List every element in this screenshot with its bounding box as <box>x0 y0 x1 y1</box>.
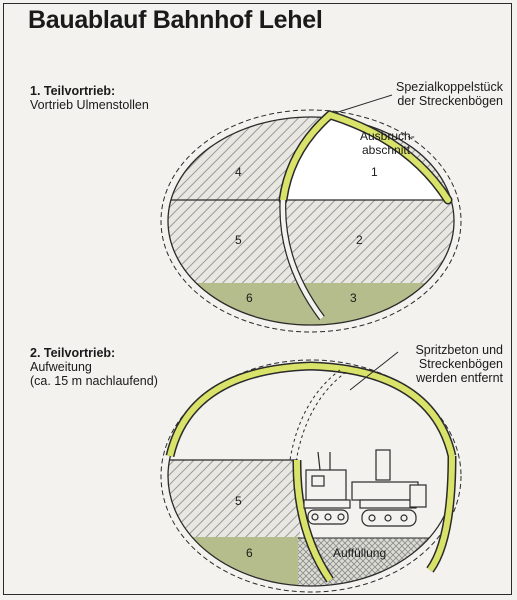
stage1-outer-contour <box>160 109 462 333</box>
stage1-inner-contour <box>167 116 455 326</box>
stage2-wall <box>293 459 333 582</box>
stage2-heading: 2. Teilvortrieb: <box>30 346 116 360</box>
stage2-callout-line1: Spritzbeton und <box>415 343 503 357</box>
stage1-section-2: 2 <box>356 233 363 247</box>
stage1-section-label-line1: Ausbruch- <box>360 129 415 143</box>
stage1-heading: 1. Teilvortrieb: <box>30 84 116 98</box>
stage1-section-5: 5 <box>235 233 242 247</box>
stage1-section-1-area <box>283 117 448 200</box>
stage2-subtitle-line2: (ca. 15 m nachlaufend) <box>30 374 158 388</box>
stage1-pilot-wall <box>280 199 324 320</box>
stage1-section-3: 3 <box>350 291 357 305</box>
stage2-section-5: 5 <box>235 494 242 508</box>
stage2-removed-wall <box>289 369 341 461</box>
stage2-removed-wall-2 <box>295 371 347 463</box>
bulldozer-icon <box>351 449 427 527</box>
stage1-callout-line2: der Streckenbögen <box>397 94 503 108</box>
stage2-section-6: 6 <box>246 546 253 560</box>
stage1-callout-line1: Spezialkoppelstück <box>395 80 503 94</box>
stage1-cross-section: 4 Ausbruch- abschnitt 1 5 2 6 3 <box>160 94 462 333</box>
stage1-section-1: 1 <box>371 165 378 179</box>
stage1-section-label-line2: abschnitt <box>362 143 411 157</box>
stage2-hatched-ground <box>168 460 300 540</box>
excavator-icon <box>303 451 351 525</box>
diagram-frame <box>3 3 512 595</box>
stage1-section-4: 4 <box>235 165 242 179</box>
stage1-callout-line <box>334 94 393 114</box>
page-title: Bauablauf Bahnhof Lehel <box>28 6 323 34</box>
stage1-section-6: 6 <box>246 291 253 305</box>
stage2-callout-line3: werden entfernt <box>416 371 503 385</box>
stage2-lining <box>167 362 455 457</box>
stage2-callout-line2: Streckenbögen <box>418 357 503 371</box>
stage1-lining <box>280 111 451 203</box>
stage2-outer-contour <box>160 359 462 593</box>
stage2-cross-section: 5 6 Auffüllung <box>160 351 462 593</box>
stage1-subtitle: Vortrieb Ulmenstollen <box>30 98 149 112</box>
stage2-subtitle-line1: Aufweitung <box>30 360 92 374</box>
stage2-right-lining <box>427 455 455 572</box>
stage2-fill-label: Auffüllung <box>333 546 386 560</box>
stage2-callout-line <box>349 351 399 391</box>
